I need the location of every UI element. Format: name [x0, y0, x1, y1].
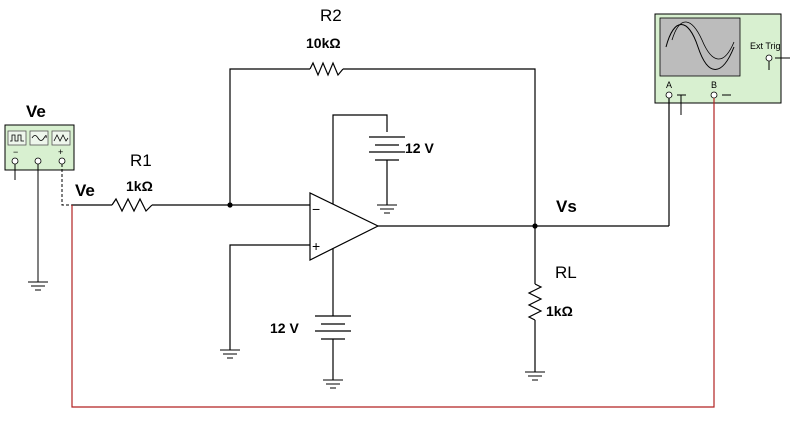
source-title: Ve [26, 102, 46, 121]
channel-a-terminal[interactable] [665, 91, 673, 99]
function-generator[interactable]: − + [4, 124, 75, 171]
oscilloscope-screen [659, 17, 741, 77]
ext-trig-label: Ext Trig [750, 41, 781, 51]
rl-name: RL [555, 263, 577, 282]
sine-wave-icon[interactable] [31, 135, 47, 141]
battery-top-value: 12 V [405, 140, 434, 156]
resistor-r2[interactable] [309, 61, 344, 77]
channel-a-label: A [666, 80, 672, 90]
rl-value: 1kΩ [546, 303, 573, 319]
wire [229, 244, 310, 350]
sine-trace-icon [665, 24, 735, 70]
square-wave-icon[interactable] [10, 134, 24, 142]
r1-value: 1kΩ [126, 178, 153, 194]
wire [229, 68, 310, 205]
plus-terminal[interactable] [58, 157, 66, 165]
sine-trace-icon [671, 21, 735, 60]
probe-wire [71, 98, 715, 408]
ground-symbol [377, 204, 397, 214]
resistor-rl[interactable] [527, 283, 543, 321]
ground-symbol [220, 349, 240, 359]
r2-name: R2 [320, 6, 342, 25]
ground-symbol [28, 281, 48, 291]
vs-node-label: Vs [556, 197, 577, 216]
ground-symbol [323, 379, 343, 389]
ve-node-label: Ve [75, 181, 95, 200]
ext-trig-terminal[interactable] [765, 54, 773, 62]
ground-symbol [525, 371, 545, 381]
r2-value: 10kΩ [306, 35, 341, 51]
wire [332, 114, 388, 204]
noninverting-input-sign: + [312, 238, 320, 254]
minus-terminal[interactable] [11, 157, 19, 165]
minus-terminal-label: − [13, 147, 18, 157]
r1-name: R1 [130, 151, 152, 170]
op-amp[interactable] [309, 192, 380, 261]
inverting-input-sign: − [312, 201, 320, 217]
channel-b-terminal[interactable] [710, 91, 718, 99]
wire [343, 68, 536, 226]
resistor-r1[interactable] [111, 197, 153, 213]
triangle-wave-icon[interactable] [53, 134, 69, 142]
battery-bottom[interactable] [315, 315, 351, 340]
plus-lead [61, 164, 72, 206]
channel-b-label: B [711, 80, 717, 90]
battery-bottom-value: 12 V [270, 320, 299, 336]
common-terminal[interactable] [34, 157, 42, 165]
oscilloscope[interactable] [654, 13, 782, 104]
plus-terminal-label: + [58, 147, 63, 157]
battery-top[interactable] [369, 136, 405, 161]
